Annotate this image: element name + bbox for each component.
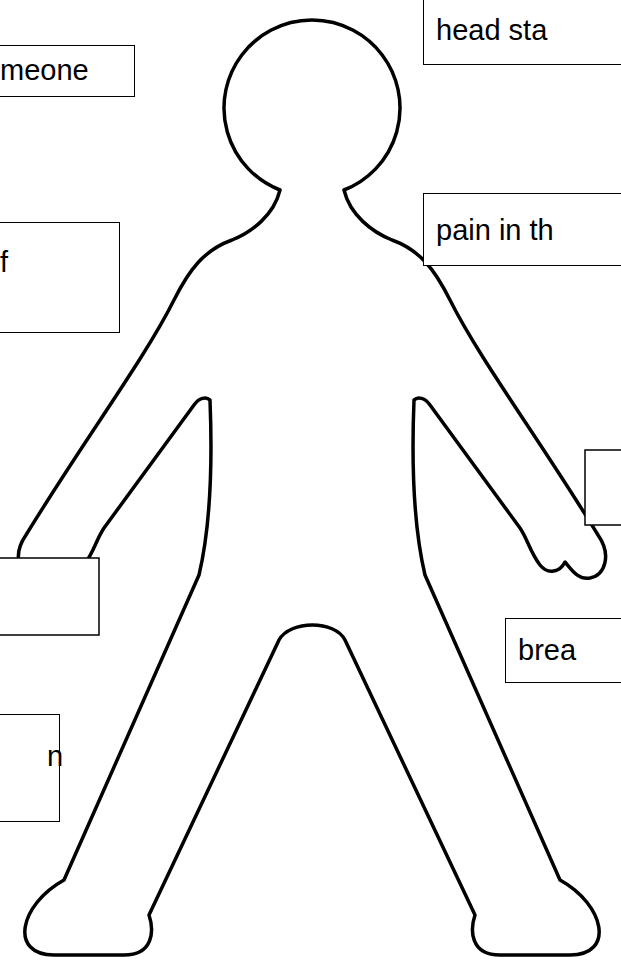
label-box: brea <box>505 618 621 683</box>
label-box: f <box>0 222 120 333</box>
label-text: head sta <box>436 13 547 47</box>
label-box: meone <box>0 45 135 97</box>
label-text: meone <box>0 53 89 87</box>
label-text: pain in th <box>436 213 554 247</box>
label-box: pain in th <box>423 193 621 266</box>
empty-label-box <box>585 450 621 525</box>
label-text: f <box>0 245 8 279</box>
empty-label-box <box>0 558 99 635</box>
body-outline <box>18 20 605 955</box>
label-box: n <box>0 714 60 822</box>
label-text: brea <box>518 633 576 667</box>
label-box: head sta <box>423 0 621 65</box>
label-text: n <box>47 739 63 773</box>
